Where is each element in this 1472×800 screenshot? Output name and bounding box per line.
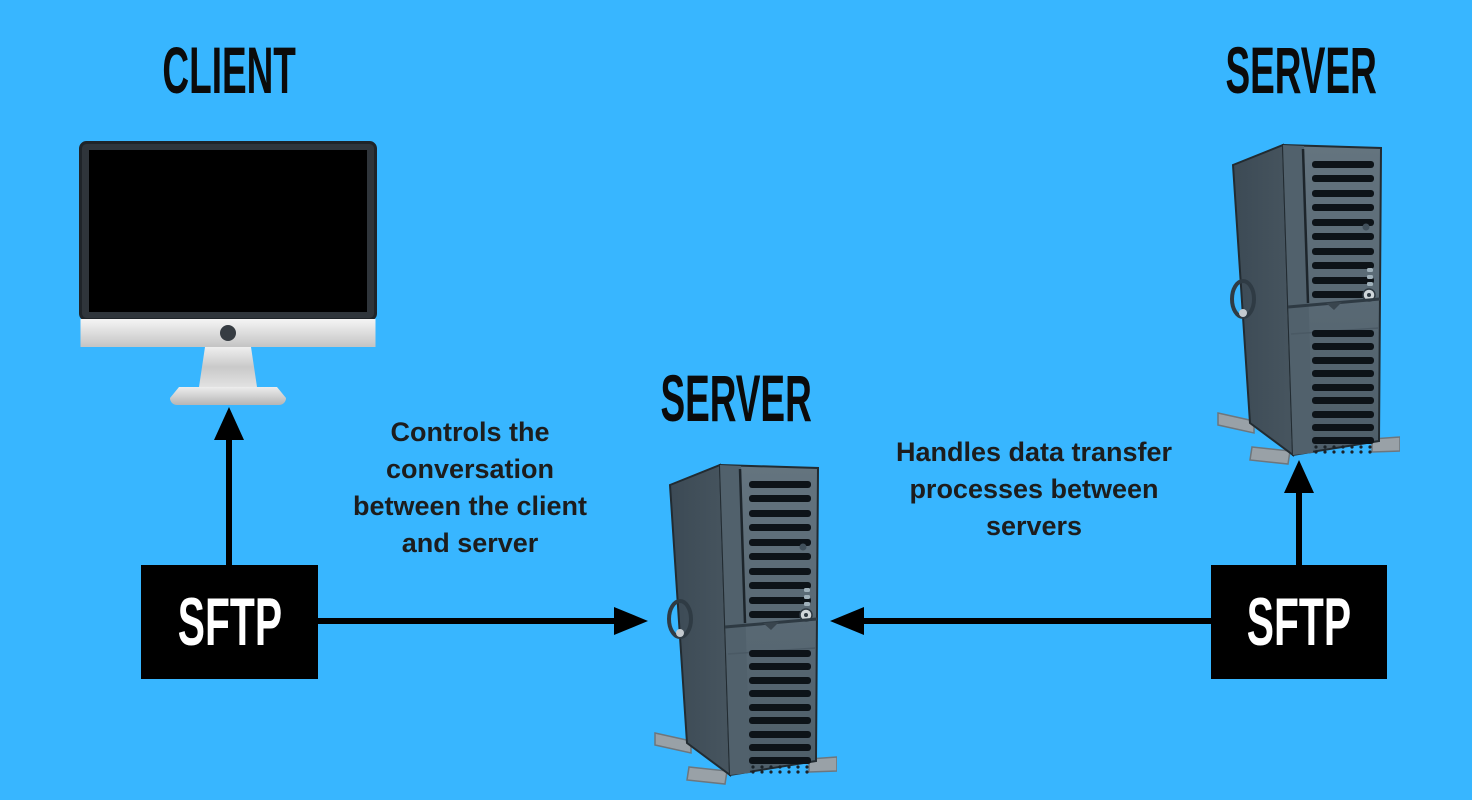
sftp-box-right: SFTP [1211,565,1387,679]
right-server-heading-text: SERVER [1225,33,1377,107]
annotation-line: servers [985,511,1083,541]
arrow-sftp-right-to-right-server [1284,460,1314,565]
annotation-client-server: Controls the conversation between the cl… [330,414,610,562]
annotation-line: processes between [909,474,1159,504]
sftp-box-left: SFTP [141,565,318,679]
annotation-line: conversation [385,454,555,484]
annotation-line: between the client [352,491,588,521]
middle-server-heading-text: SERVER [660,361,812,435]
client-heading: CLIENT [79,37,379,103]
annotation-server-server: Handles data transfer processes between … [880,434,1188,545]
arrow-sftp-right-to-middle-server [830,607,1211,635]
annotation-line: Controls the [390,417,550,447]
annotation-line: and server [401,528,539,558]
arrow-sftp-left-to-client [214,407,244,565]
sftp-box-right-label: SFTP [1246,584,1352,660]
right-server-heading: SERVER [1151,37,1451,103]
arrow-sftp-left-to-middle-server [318,607,648,635]
middle-server-heading: SERVER [586,365,886,431]
annotation-line: Handles data transfer [895,437,1173,467]
client-heading-text: CLIENT [162,33,296,107]
sftp-box-left-label: SFTP [177,584,282,660]
